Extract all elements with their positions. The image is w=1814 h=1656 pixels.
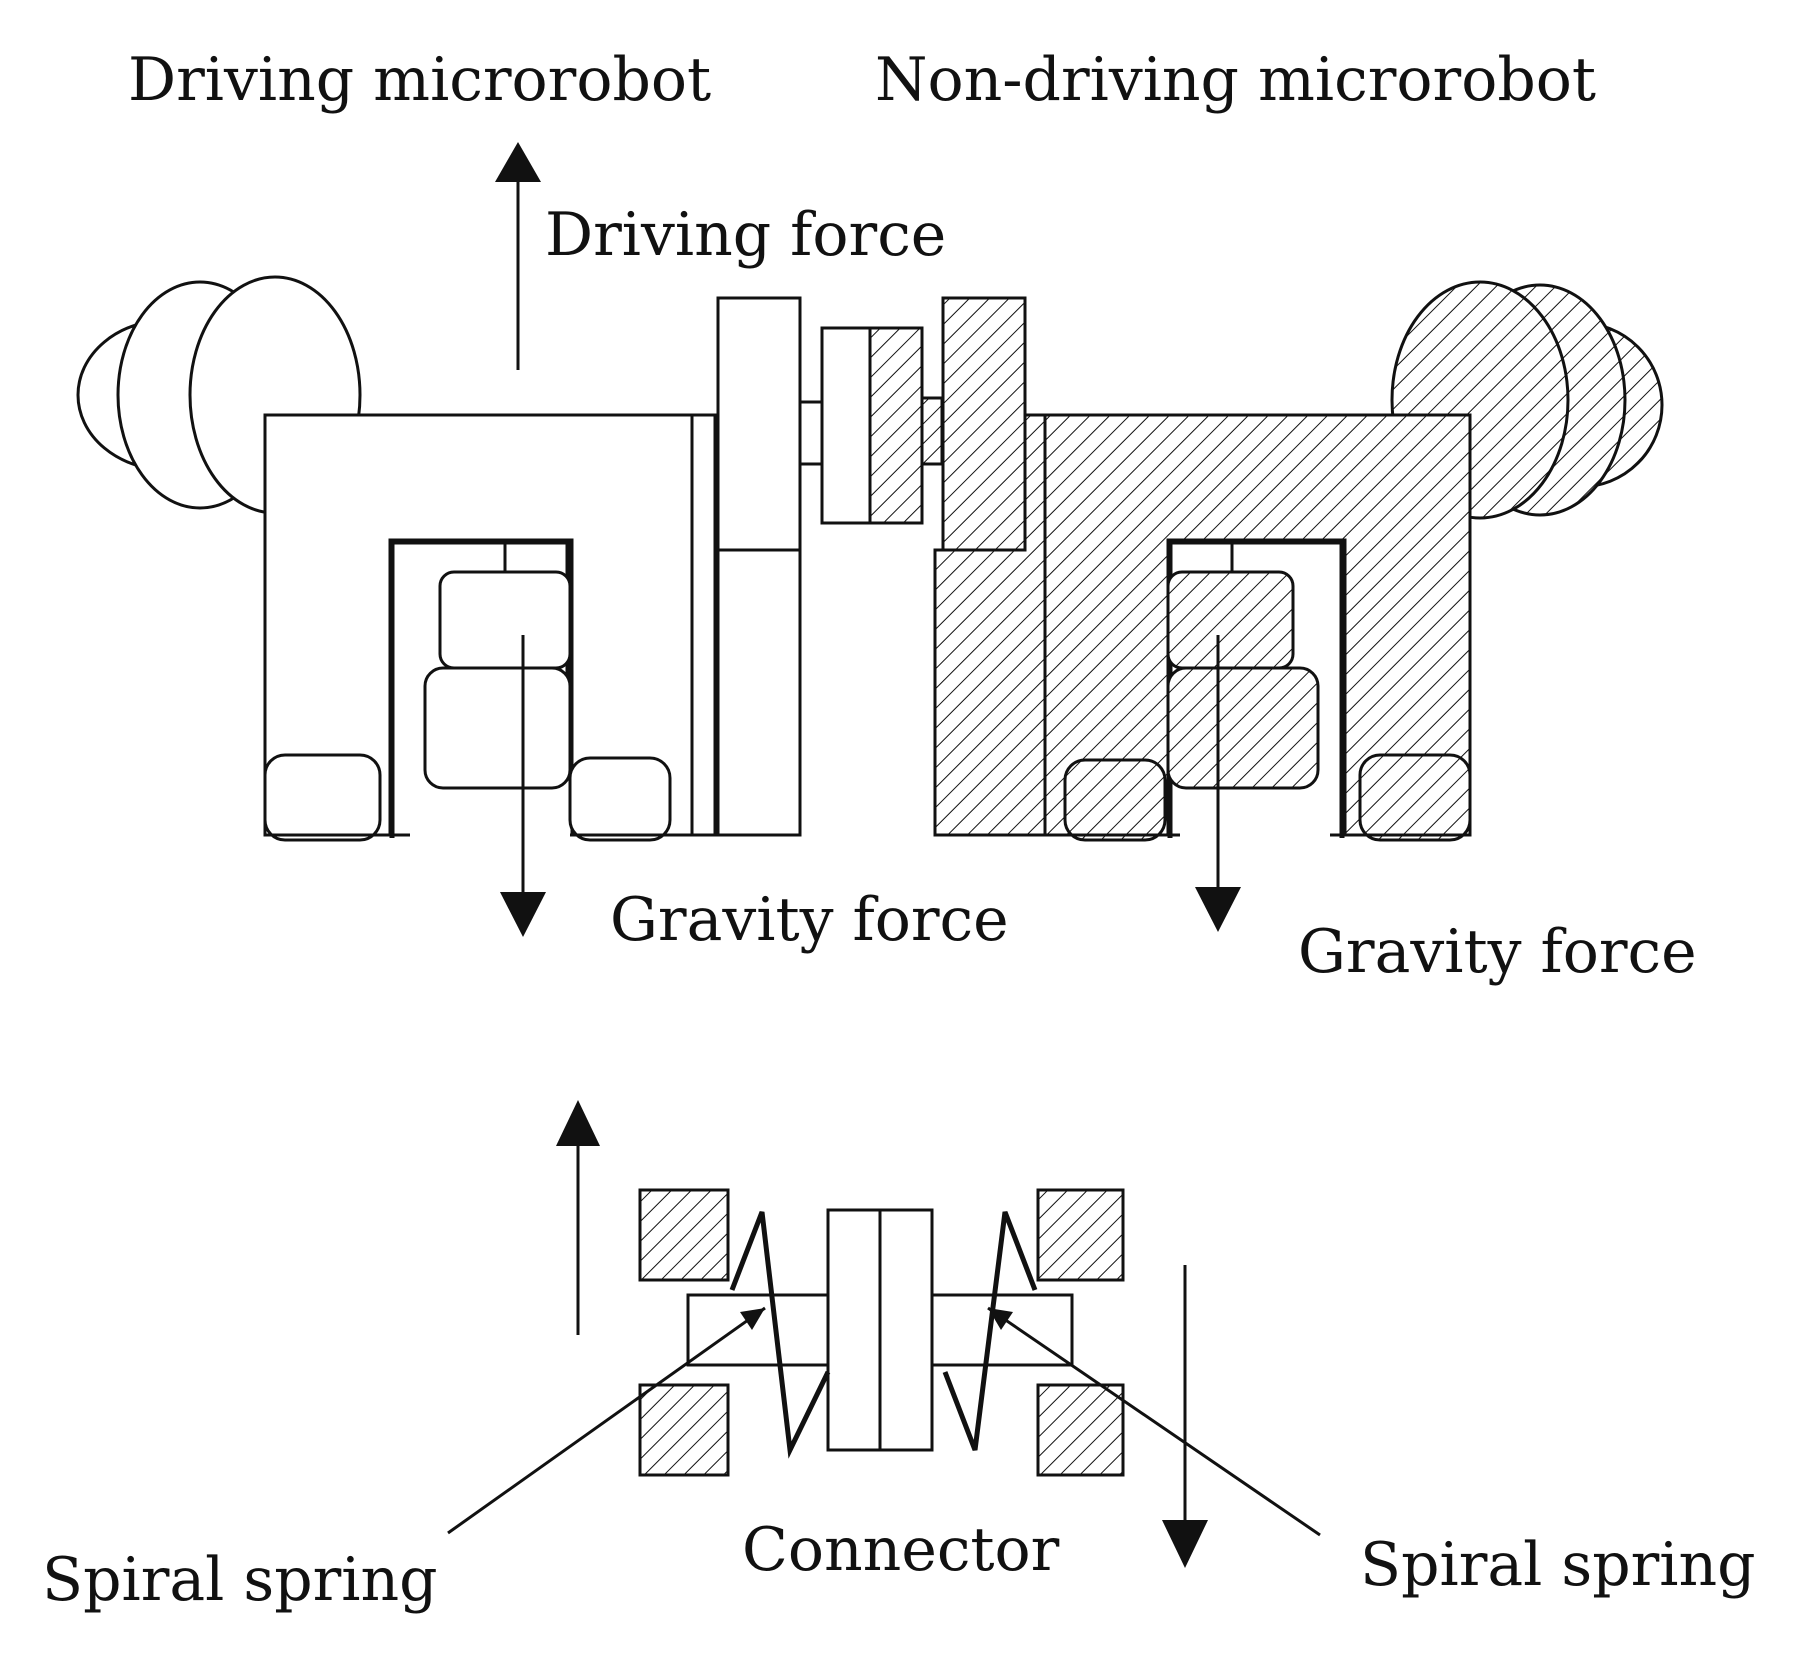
leader-left xyxy=(447,1306,766,1535)
gravity-force-arrow-right xyxy=(1195,635,1241,932)
connector-detail xyxy=(447,1100,1321,1568)
gravity-force-label-right: Gravity force xyxy=(1298,917,1697,987)
driving-force-label: Driving force xyxy=(545,200,946,270)
magnet-block-bottom-left xyxy=(638,1383,730,1477)
spiral-spring-right-shape xyxy=(942,1211,1038,1451)
non-driving-microrobot xyxy=(920,280,1664,842)
non-driving-microrobot-label: Non-driving microrobot xyxy=(875,45,1596,115)
leader-right xyxy=(987,1306,1321,1537)
gravity-force-arrow-left xyxy=(500,635,546,937)
driving-microrobot xyxy=(76,275,924,842)
connector-label: Connector xyxy=(742,1515,1060,1585)
driving-microrobot-label: Driving microrobot xyxy=(128,45,711,115)
spiral-spring-label-left: Spiral spring xyxy=(42,1545,438,1615)
magnet-block-top-left xyxy=(638,1188,730,1282)
upward-arrow xyxy=(556,1100,600,1335)
gravity-force-label-left: Gravity force xyxy=(610,885,1009,955)
spiral-spring-left-shape xyxy=(729,1211,831,1459)
driving-force-arrow xyxy=(495,142,541,370)
downward-arrow xyxy=(1162,1265,1208,1568)
magnet-block-bottom-right xyxy=(1036,1383,1125,1477)
spiral-spring-label-right: Spiral spring xyxy=(1360,1530,1756,1600)
magnet-block-top-right xyxy=(1036,1188,1125,1282)
